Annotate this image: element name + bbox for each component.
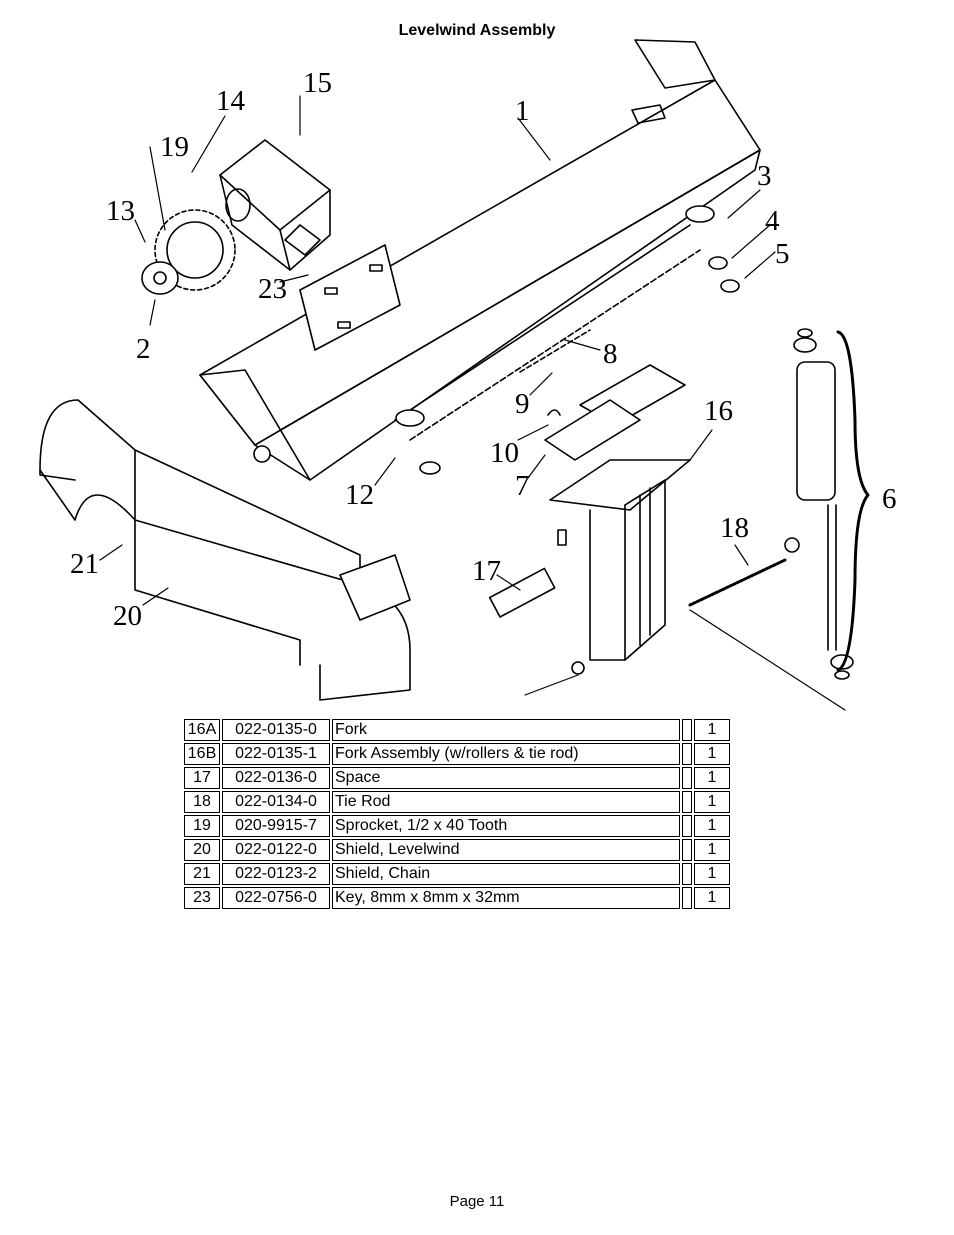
quantity: 1 [694,815,730,837]
callout-12: 12 [345,479,374,511]
blank-cell [682,767,692,789]
callout-19: 19 [160,131,189,163]
quantity: 1 [694,719,730,741]
table-row: 16A 022-0135-0 Fork 1 [184,719,730,741]
callout-14: 14 [216,85,246,117]
part-number: 020-9915-7 [222,815,330,837]
part-description: Tie Rod [332,791,680,813]
part-description: Space [332,767,680,789]
quantity: 1 [694,743,730,765]
quantity: 1 [694,887,730,909]
parts-table: 16A 022-0135-0 Fork 1 16B 022-0135-1 For… [182,717,732,911]
part-description: Shield, Levelwind [332,839,680,861]
blank-cell [682,743,692,765]
parts-table-body: 16A 022-0135-0 Fork 1 16B 022-0135-1 For… [184,719,730,909]
part-description: Key, 8mm x 8mm x 32mm [332,887,680,909]
callout-1: 1 [515,95,530,127]
page-title: Levelwind Assembly [398,22,556,39]
callout-7: 7 [515,470,530,502]
part-number: 022-0756-0 [222,887,330,909]
blank-cell [682,719,692,741]
gearbox-drawing [219,139,331,271]
callout-10: 10 [490,437,519,469]
callout-13: 13 [106,195,135,227]
page-number: Page 11 [449,1193,505,1210]
tie-rod-drawing [488,529,800,675]
part-number: 022-0134-0 [222,791,330,813]
callout-21: 21 [70,548,99,580]
quantity: 1 [694,791,730,813]
table-row: 23 022-0756-0 Key, 8mm x 8mm x 32mm 1 [184,887,730,909]
blank-cell [682,791,692,813]
blank-cell [682,863,692,885]
callout-labels: 1 2 3 4 5 6 7 8 9 10 12 13 14 15 16 17 1… [70,67,897,632]
part-number: 022-0122-0 [222,839,330,861]
table-row: 18 022-0134-0 Tie Rod 1 [184,791,730,813]
table-row: 17 022-0136-0 Space 1 [184,767,730,789]
callout-4: 4 [765,205,780,237]
table-row: 19 020-9915-7 Sprocket, 1/2 x 40 Tooth 1 [184,815,730,837]
quantity: 1 [694,767,730,789]
item-number: 21 [184,863,220,885]
fork-drawing [544,364,691,661]
item-number: 20 [184,839,220,861]
callout-9: 9 [515,388,530,420]
table-row: 16B 022-0135-1 Fork Assembly (w/rollers … [184,743,730,765]
blank-cell [682,887,692,909]
part-description: Sprocket, 1/2 x 40 Tooth [332,815,680,837]
chain-drawing [394,205,740,475]
shield-drawing [39,399,411,701]
callout-18: 18 [720,512,749,544]
callout-5: 5 [775,238,790,270]
sprocket-drawing [141,209,236,295]
main-frame-drawing [199,39,761,481]
callout-6: 6 [882,483,897,515]
table-row: 20 022-0122-0 Shield, Levelwind 1 [184,839,730,861]
blank-cell [682,839,692,861]
callout-15: 15 [303,67,332,99]
quantity: 1 [694,839,730,861]
callout-8: 8 [603,338,618,370]
table-row: 21 022-0123-2 Shield, Chain 1 [184,863,730,885]
part-number: 022-0135-0 [222,719,330,741]
roller-stack-drawing [793,328,870,680]
part-description: Fork Assembly (w/rollers & tie rod) [332,743,680,765]
part-number: 022-0123-2 [222,863,330,885]
item-number: 23 [184,887,220,909]
callout-17: 17 [472,555,501,587]
callout-23: 23 [258,273,287,305]
item-number: 18 [184,791,220,813]
item-number: 16A [184,719,220,741]
mount-plate-drawing [299,244,401,351]
leader-lines [99,95,846,711]
callout-16: 16 [704,395,733,427]
item-number: 19 [184,815,220,837]
part-number: 022-0135-1 [222,743,330,765]
blank-cell [682,815,692,837]
part-description: Fork [332,719,680,741]
callout-2: 2 [136,333,151,365]
item-number: 16B [184,743,220,765]
exploded-assembly-diagram: 1 2 3 4 5 6 7 8 9 10 12 13 14 15 16 17 1… [39,39,897,711]
part-number: 022-0136-0 [222,767,330,789]
item-number: 17 [184,767,220,789]
quantity: 1 [694,863,730,885]
callout-3: 3 [757,160,772,192]
callout-20: 20 [113,600,142,632]
part-description: Shield, Chain [332,863,680,885]
